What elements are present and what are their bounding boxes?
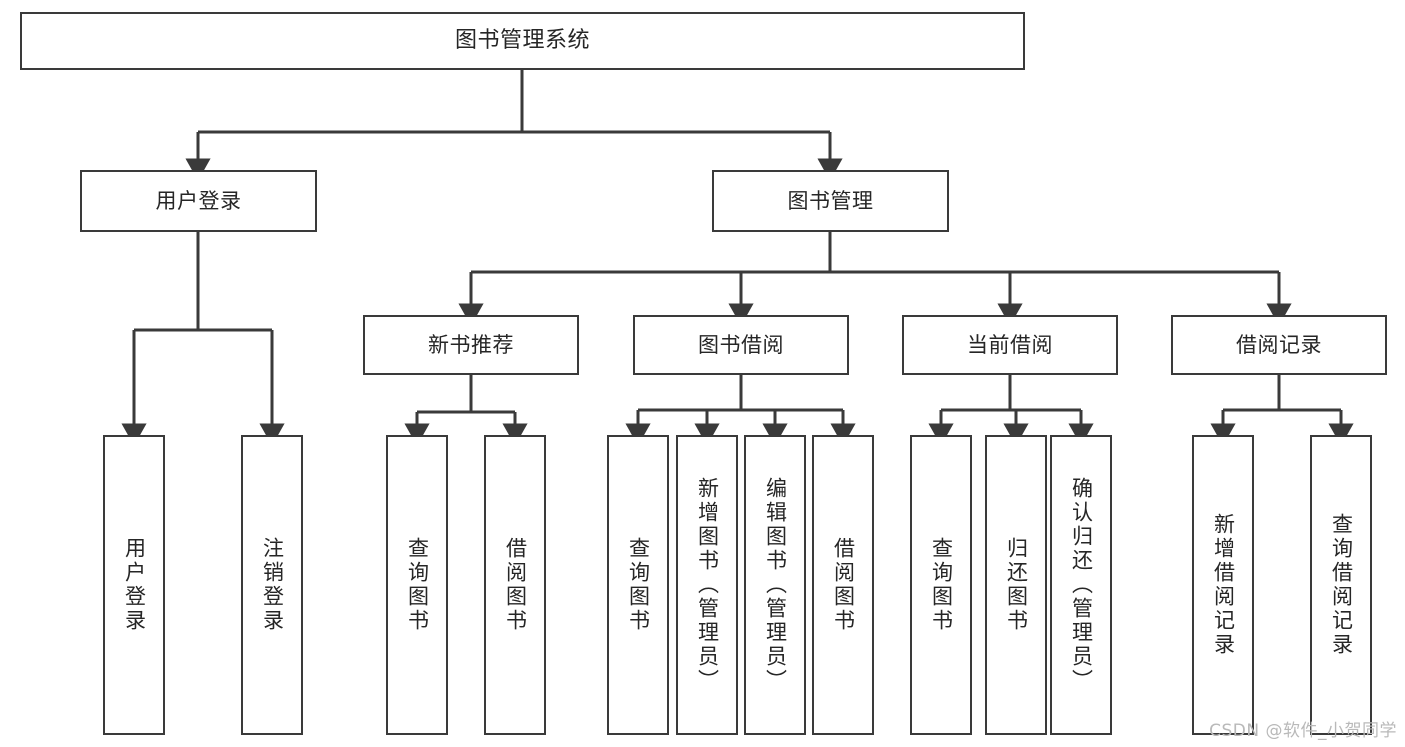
node-root-label: 图书管理系统 <box>454 28 590 54</box>
node-leaf-add-book-label: 新增图书（管理员） <box>695 477 720 693</box>
node-new-book-rec[interactable]: 新书推荐 <box>363 315 579 375</box>
node-leaf-user-logout[interactable]: 注销登录 <box>241 435 303 735</box>
node-book-borrow-label: 图书借阅 <box>698 332 784 357</box>
node-user-login-label: 用户登录 <box>155 188 242 213</box>
node-root[interactable]: 图书管理系统 <box>20 12 1025 70</box>
node-leaf-edit-book-label: 编辑图书（管理员） <box>763 477 788 693</box>
node-leaf-add-record-label: 新增借阅记录 <box>1211 513 1236 657</box>
node-leaf-query-record-label: 查询借阅记录 <box>1329 513 1354 657</box>
node-leaf-query-book-2-label: 查询图书 <box>626 537 651 633</box>
node-current-borrow[interactable]: 当前借阅 <box>902 315 1118 375</box>
node-new-book-rec-label: 新书推荐 <box>428 332 514 357</box>
node-leaf-borrow-book-1[interactable]: 借阅图书 <box>484 435 546 735</box>
node-leaf-confirm-return-label: 确认归还（管理员） <box>1069 477 1094 693</box>
node-leaf-query-book-1-label: 查询图书 <box>405 537 430 633</box>
csdn-watermark: CSDN @软件_小贺同学 <box>1209 721 1397 741</box>
node-leaf-borrow-book-2[interactable]: 借阅图书 <box>812 435 874 735</box>
node-leaf-edit-book[interactable]: 编辑图书（管理员） <box>744 435 806 735</box>
node-book-borrow[interactable]: 图书借阅 <box>633 315 849 375</box>
node-leaf-query-book-3[interactable]: 查询图书 <box>910 435 972 735</box>
node-leaf-borrow-book-1-label: 借阅图书 <box>503 537 528 633</box>
node-leaf-return-book[interactable]: 归还图书 <box>985 435 1047 735</box>
node-leaf-user-login[interactable]: 用户登录 <box>103 435 165 735</box>
node-borrow-record[interactable]: 借阅记录 <box>1171 315 1387 375</box>
node-user-login[interactable]: 用户登录 <box>80 170 317 232</box>
node-leaf-borrow-book-2-label: 借阅图书 <box>831 537 856 633</box>
node-leaf-confirm-return[interactable]: 确认归还（管理员） <box>1050 435 1112 735</box>
node-leaf-add-book[interactable]: 新增图书（管理员） <box>676 435 738 735</box>
node-leaf-add-record[interactable]: 新增借阅记录 <box>1192 435 1254 735</box>
node-leaf-query-book-1[interactable]: 查询图书 <box>386 435 448 735</box>
node-leaf-user-login-label: 用户登录 <box>122 537 147 633</box>
node-book-manage-label: 图书管理 <box>787 188 874 213</box>
node-current-borrow-label: 当前借阅 <box>967 332 1053 357</box>
node-leaf-return-book-label: 归还图书 <box>1004 537 1029 633</box>
node-leaf-user-logout-label: 注销登录 <box>260 537 285 633</box>
node-leaf-query-book-3-label: 查询图书 <box>929 537 954 633</box>
node-borrow-record-label: 借阅记录 <box>1236 332 1322 357</box>
node-leaf-query-book-2[interactable]: 查询图书 <box>607 435 669 735</box>
node-book-manage[interactable]: 图书管理 <box>712 170 949 232</box>
node-leaf-query-record[interactable]: 查询借阅记录 <box>1310 435 1372 735</box>
